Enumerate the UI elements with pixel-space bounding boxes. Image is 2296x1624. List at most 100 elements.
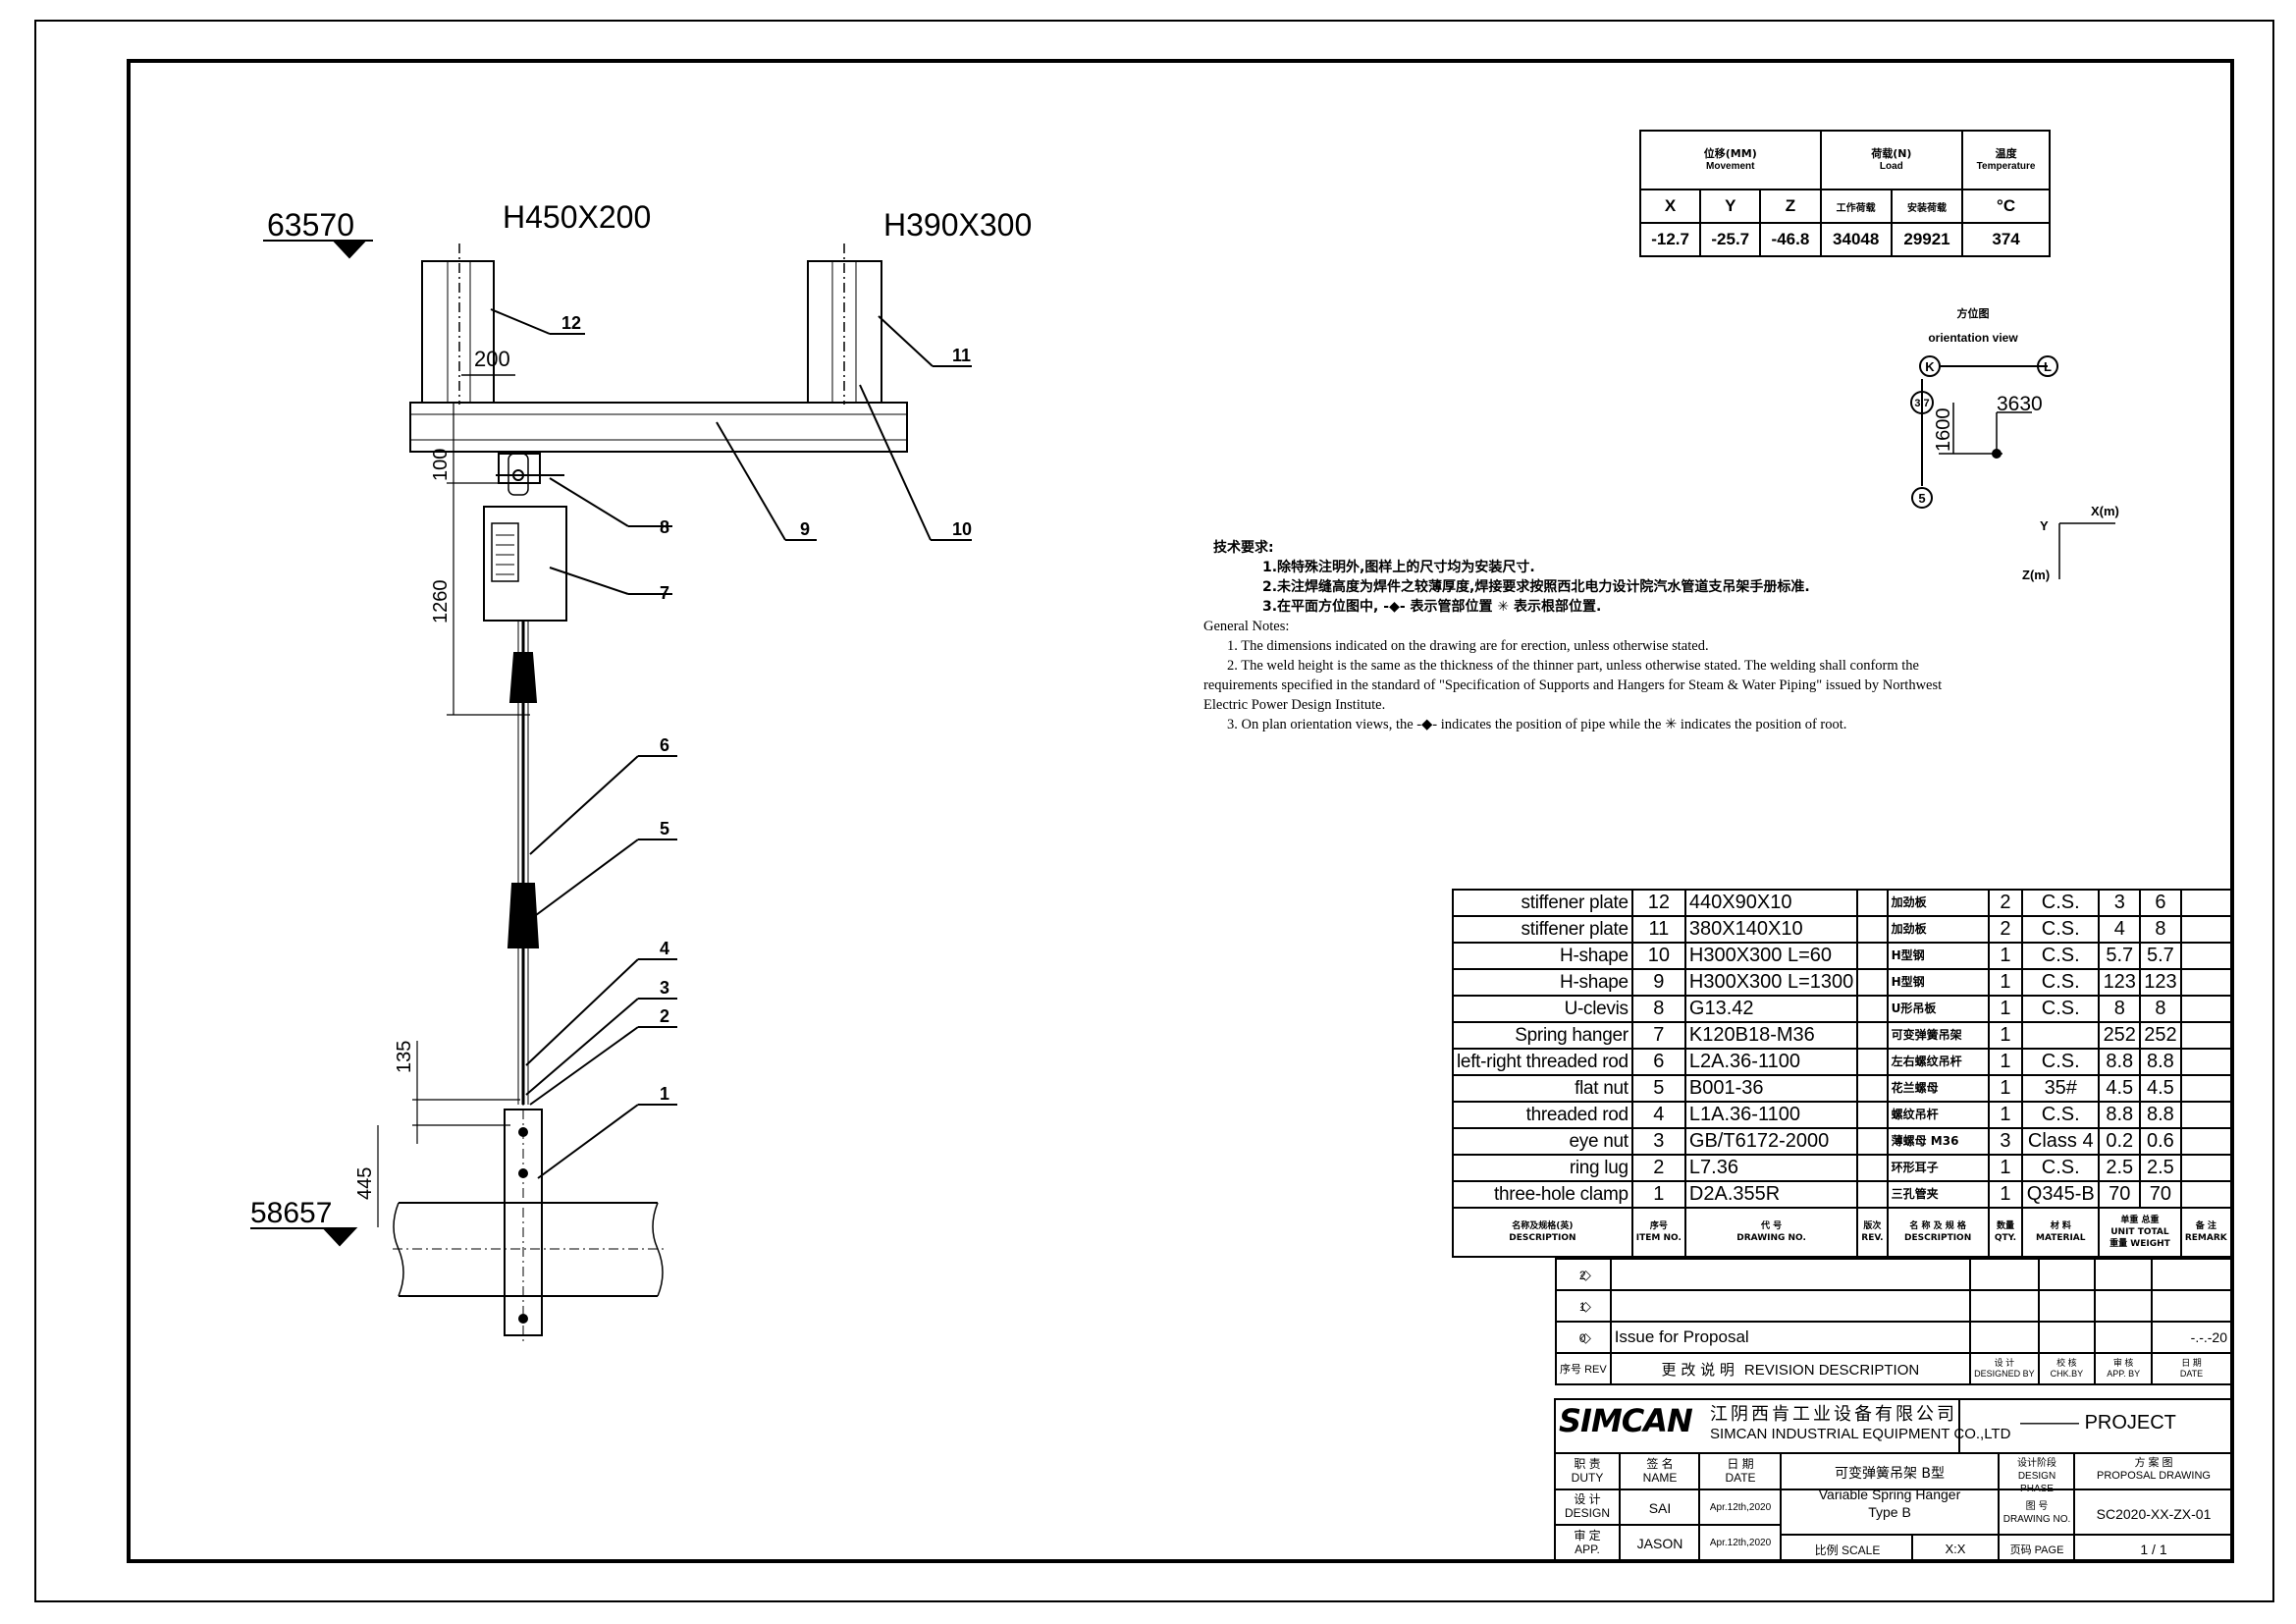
rev-hdr-app-cn: 审 核 xyxy=(2112,1358,2134,1368)
bom-hdr-name: 名称及规格(英)DESCRIPTION xyxy=(1452,1207,1633,1258)
project-label: ——— PROJECT xyxy=(2020,1412,2176,1434)
orientation-3630: 3630 xyxy=(1997,393,2043,415)
rev-1-app xyxy=(2094,1289,2154,1323)
dim-1260: 1260 xyxy=(430,580,452,624)
bom-cell-qty: 1 xyxy=(1987,995,2024,1023)
bom-cell-cn: H型钢 xyxy=(1886,968,1990,997)
bom-cell-rev xyxy=(1856,1101,1889,1129)
val-y: -25.7 xyxy=(1699,222,1762,257)
bom-hdr-mat-cn: 材 料 xyxy=(2050,1221,2071,1231)
bom-cell-unit: 4.5 xyxy=(2098,1074,2142,1103)
bom-hdr-cn-cn: 名 称 及 规 格 xyxy=(1909,1221,1966,1231)
bom-cell-dwg: H300X300 L=1300 xyxy=(1683,968,1859,997)
notes-en-3c: indicates the position of root. xyxy=(1680,717,1847,732)
beam-left-label: H450X200 xyxy=(503,199,651,235)
rev-hdr-date-en: DATE xyxy=(2179,1369,2204,1379)
bom-cell-name: left-right threaded rod xyxy=(1452,1048,1633,1076)
rev-hdr-chk-en: CHK.BY xyxy=(2050,1369,2084,1379)
bom-cell-no: 11 xyxy=(1630,915,1686,944)
notes-cn-2: 2.未注焊缝高度为焊件之较薄厚度,焊接要求按照西北电力设计院汽水管道支吊架手册标… xyxy=(1262,579,1810,595)
bom-cell-mat: Q345-B xyxy=(2021,1180,2101,1209)
orientation-l: L xyxy=(2044,359,2052,374)
callout-9: 9 xyxy=(800,519,810,539)
notes-cn-3a: 3.在平面方位图中, xyxy=(1262,599,1379,615)
bom-cell-rev xyxy=(1856,1021,1889,1050)
tb-app-name: JASON xyxy=(1636,1536,1683,1551)
bom-cell-qty: 2 xyxy=(1987,889,2024,917)
callout-2: 2 xyxy=(660,1006,669,1026)
bom-cell-cn: 加劲板 xyxy=(1886,915,1990,944)
rev-hdr-app-en: APP. BY xyxy=(2107,1369,2141,1379)
bom-cell-dwg: GB/T6172-2000 xyxy=(1683,1127,1859,1156)
bom-cell-mat: C.S. xyxy=(2021,915,2101,944)
bom-cell-no: 6 xyxy=(1630,1048,1686,1076)
notes-cn-title: 技术要求: xyxy=(1213,540,1274,556)
bom-hdr-cn-en: DESCRIPTION xyxy=(1903,1233,1972,1243)
val-temp: 374 xyxy=(1961,222,2051,257)
notes-en-1: 1. The dimensions indicated on the drawi… xyxy=(1227,638,1709,654)
bom-cell-cn: 左右螺纹吊杆 xyxy=(1886,1048,1990,1076)
bom-cell-name: eye nut xyxy=(1452,1127,1633,1156)
bom-cell-dwg: D2A.355R xyxy=(1683,1180,1859,1209)
bom-cell-name: H-shape xyxy=(1452,942,1633,970)
bom-cell-unit: 70 xyxy=(2098,1180,2142,1209)
bom-cell-mat: C.S. xyxy=(2021,942,2101,970)
rev-hdr-no: 序号 REV xyxy=(1555,1352,1612,1385)
bom-cell-mat: C.S. xyxy=(2021,889,2101,917)
general-notes: 技术要求: 1.除特殊注明外,图样上的尺寸均为安装尺寸. 2.未注焊缝高度为焊件… xyxy=(1203,538,1969,734)
notes-cn-3b: 表示管部位置 xyxy=(1410,599,1493,615)
notes-cn-3c: 表示根部位置. xyxy=(1514,599,1602,615)
bom-hdr-no-en: ITEM NO. xyxy=(1635,1233,1682,1243)
bom-cell-unit: 4 xyxy=(2098,915,2142,944)
bom-cell-total: 0.6 xyxy=(2139,1127,2182,1156)
axis-y: Y xyxy=(2040,518,2049,533)
tb-app-date: Apr.12th,2020 xyxy=(1709,1538,1772,1548)
callout-12: 12 xyxy=(561,313,581,333)
bom-cell-remark xyxy=(2179,1154,2233,1182)
bom-hdr-weight-en: WEIGHT xyxy=(2130,1239,2170,1249)
rev-0-label: 0 xyxy=(1578,1330,1586,1345)
bom-cell-no: 4 xyxy=(1630,1101,1686,1129)
bom-cell-dwg: 380X140X10 xyxy=(1683,915,1859,944)
dim-445: 445 xyxy=(354,1167,376,1200)
bom-cell-name: threaded rod xyxy=(1452,1101,1633,1129)
bom-cell-cn: 环形耳子 xyxy=(1886,1154,1990,1182)
load-header-cn: 荷载(N) xyxy=(1871,146,1912,160)
company-name-cn: 江阴西肯工业设备有限公司 xyxy=(1710,1404,1957,1425)
tb-date-en: DATE xyxy=(1725,1471,1756,1485)
company-logo: SIMCAN xyxy=(1559,1402,1693,1439)
bom-cell-cn: 花兰螺母 xyxy=(1886,1074,1990,1103)
bom-cell-name: three-hole clamp xyxy=(1452,1180,1633,1209)
rev-row-0: ◇0 Issue for Proposal-.-.-20 xyxy=(1555,1321,2232,1354)
bom-cell-name: ring lug xyxy=(1452,1154,1633,1182)
bom-cell-cn: 可变弹簧吊架 xyxy=(1886,1021,1990,1050)
load-header: 荷载(N)Load xyxy=(1819,130,1964,190)
rev-2-des xyxy=(1969,1258,2040,1291)
bom-cell-mat: C.S. xyxy=(2021,968,2101,997)
rev-2-no: ◇2 xyxy=(1555,1258,1612,1291)
orientation-1600: 1600 xyxy=(1933,408,1954,453)
bom-hdr-qty-en: QTY. xyxy=(1994,1233,2017,1243)
bom-cell-total: 123 xyxy=(2139,968,2182,997)
bom-cell-remark xyxy=(2179,1180,2233,1209)
bom-cell-cn: 三孔管夹 xyxy=(1886,1180,1990,1209)
bom-cell-rev xyxy=(1856,1074,1889,1103)
rev-1-no: ◇1 xyxy=(1555,1289,1612,1323)
bom-cell-qty: 2 xyxy=(1987,915,2024,944)
bom-cell-dwg: G13.42 xyxy=(1683,995,1859,1023)
